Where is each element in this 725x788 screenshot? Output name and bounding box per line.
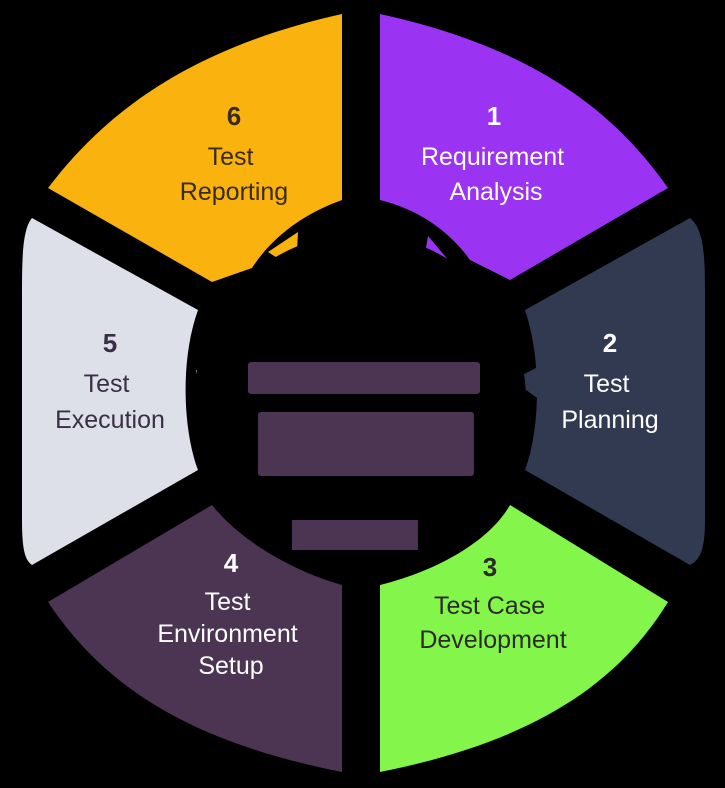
segment-1-shape [380,14,668,280]
segment-1-label-line: Analysis [449,178,542,206]
segment-5-number: 5 [103,328,117,358]
segment-2-label-line: Test [584,370,630,398]
segment-3-label-line: Test Case [434,592,545,620]
segment-2-number: 2 [603,328,617,358]
segment-2-label: Test Planning [561,370,658,434]
center-title-line-1-block [248,362,480,394]
center-title-line-2-block [258,412,474,476]
center-connector [292,520,418,550]
segment-2-shape [525,218,705,565]
segment-test-planning: 2 Test Planning [512,218,705,565]
segment-6-label: Test Reporting [180,143,288,206]
segment-5-shape [22,218,198,565]
segment-4-shape [48,505,342,772]
segment-3-shape [380,505,668,772]
segment-4-number: 4 [224,548,239,578]
center-hub [194,234,526,566]
arrow-2-icon [512,366,540,400]
segment-requirement-analysis: 1 Requirement Analysis [380,14,668,280]
segment-5-label-line: Test [84,370,130,398]
segment-4-label-line: Environment [157,620,297,648]
segment-6-label-line: Reporting [180,178,288,206]
segment-4-label: Test Environment Setup [157,588,304,680]
segment-4-label-line: Setup [198,652,263,680]
segment-3-label-line: Development [419,626,566,654]
segment-1-number: 1 [487,101,501,131]
segment-3-label: Test Case Development [419,592,566,654]
segment-1-label-line: Requirement [421,143,564,171]
segment-5-label-line: Execution [55,406,165,434]
segment-5-label: Test Execution [55,370,165,434]
segment-6-shape [48,14,342,282]
segment-2-label-line: Planning [561,406,658,434]
segment-6-label-line: Test [208,143,254,171]
center-circle [194,234,526,566]
segment-4-label-line: Test [205,588,251,616]
segment-test-reporting: 6 Test Reporting [48,14,342,282]
segment-3-number: 3 [483,552,497,582]
segment-test-environment-setup: 4 Test Environment Setup [48,505,342,772]
segment-1-label: Requirement Analysis [421,143,571,206]
segment-6-number: 6 [227,101,241,131]
